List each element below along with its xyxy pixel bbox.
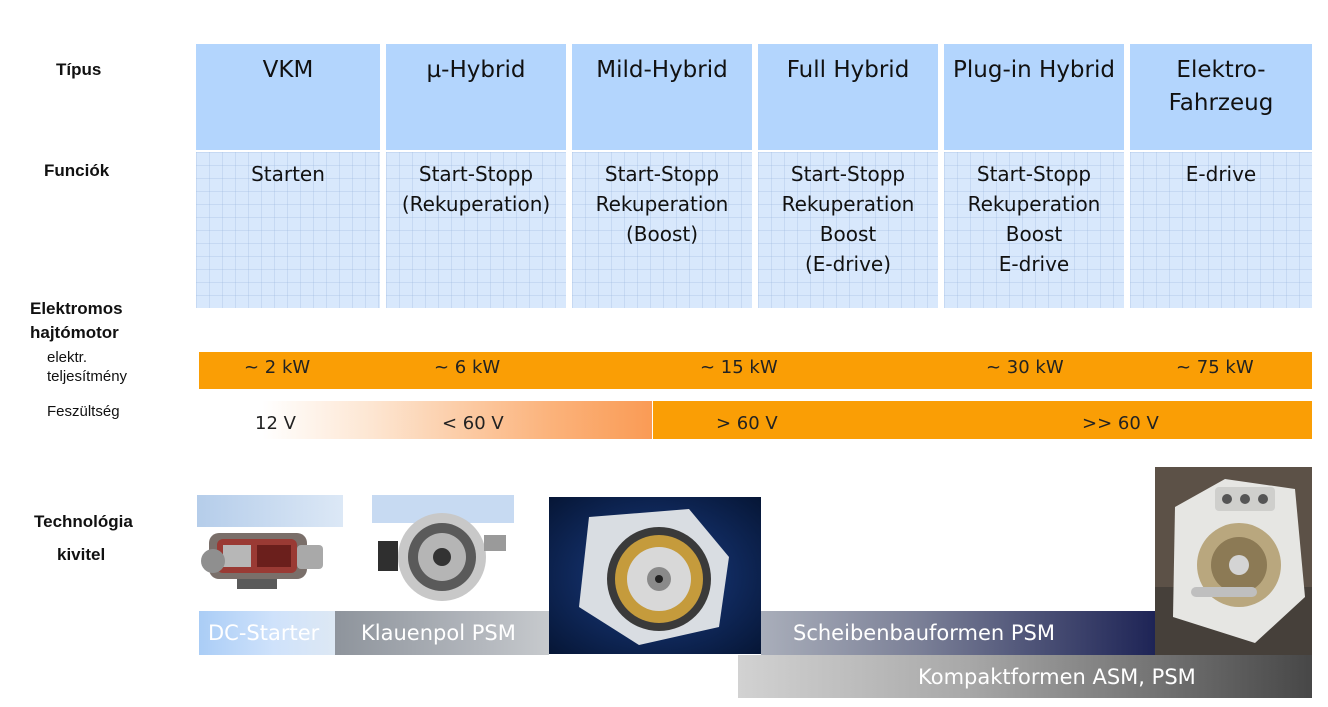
function-cell-full-hybrid: Start-Stopp Rekuperation Boost (E-drive) <box>758 152 938 308</box>
tech-dc-starter-label: DC-Starter <box>208 621 320 645</box>
power-15kw: ~ 15 kW <box>700 357 778 378</box>
label-tech-line1: Technológia <box>34 512 133 531</box>
disc-motor-image <box>549 497 761 654</box>
tech-bar-klauenpol: Klauenpol PSM <box>335 611 549 655</box>
label-motor-line2: hajtómotor <box>30 323 119 342</box>
voltage-12v: 12 V <box>255 413 296 434</box>
type-header-mild-hybrid: Mild-Hybrid <box>572 44 752 150</box>
label-power-line1: elektr. <box>47 349 88 366</box>
label-voltage: Feszültség <box>47 403 120 420</box>
label-tech-line2: kivitel <box>57 545 106 564</box>
label-motor-line1: Elektromos <box>30 299 123 318</box>
voltage-lt60v: < 60 V <box>442 413 504 434</box>
type-header-micro-hybrid: µ-Hybrid <box>386 44 566 150</box>
function-cell-plugin-hybrid: Start-Stopp Rekuperation Boost E-drive <box>944 152 1124 308</box>
voltage-bar-low <box>199 401 652 439</box>
tech-bar-dc-starter: DC-Starter <box>199 611 335 655</box>
function-cell-elektro: E-drive <box>1130 152 1312 308</box>
alternator-image <box>372 495 514 611</box>
type-header-elektro: Elektro- Fahrzeug <box>1130 44 1312 150</box>
compact-motor-image <box>1155 467 1312 655</box>
voltage-ggt60v: >> 60 V <box>1082 413 1159 434</box>
starter-motor-image <box>197 495 343 611</box>
function-cell-mild-hybrid: Start-Stopp Rekuperation (Boost) <box>572 152 752 308</box>
tech-bar-kompakt: Kompaktformen ASM, PSM <box>738 655 1312 698</box>
label-funkciok: Funciók <box>44 161 110 180</box>
label-power-line2: teljesítmény <box>47 368 128 385</box>
tech-bar-scheibenbau: Scheibenbauformen PSM <box>761 611 1155 655</box>
tech-klauenpol-label: Klauenpol PSM <box>361 621 516 645</box>
function-cell-micro-hybrid: Start-Stopp (Rekuperation) <box>386 152 566 308</box>
function-cell-vkm: Starten <box>196 152 380 308</box>
type-header-plugin-hybrid: Plug-in Hybrid <box>944 44 1124 150</box>
power-bar <box>199 352 1312 389</box>
power-30kw: ~ 30 kW <box>986 357 1064 378</box>
type-header-vkm: VKM <box>196 44 380 150</box>
tech-scheibenbau-label: Scheibenbauformen PSM <box>793 621 1055 645</box>
tech-kompakt-label: Kompaktformen ASM, PSM <box>918 665 1196 689</box>
type-header-full-hybrid: Full Hybrid <box>758 44 938 150</box>
power-2kw: ~ 2 kW <box>244 357 311 378</box>
voltage-gt60v: > 60 V <box>716 413 778 434</box>
voltage-bar-high <box>653 401 1312 439</box>
power-6kw: ~ 6 kW <box>434 357 501 378</box>
label-tipus: Típus <box>56 60 102 79</box>
power-75kw: ~ 75 kW <box>1176 357 1254 378</box>
